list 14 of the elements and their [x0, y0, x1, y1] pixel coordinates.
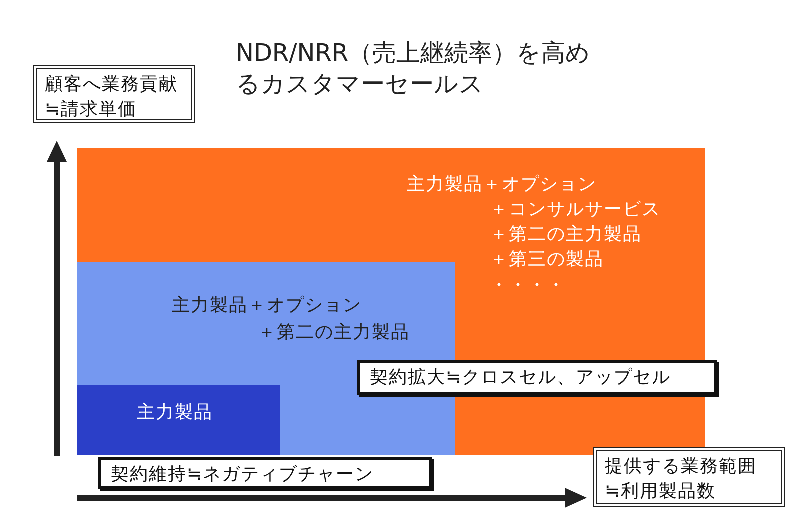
area-text: ＋第二の主力製品 — [258, 322, 410, 344]
title: NDR/NRR（売上継続率）を高めるカスタマーセールス — [236, 38, 592, 100]
area-text: 主力製品＋オプション — [172, 295, 362, 317]
area-text: ＋第二の主力製品 — [490, 224, 642, 246]
area-text: ＋コンサルサービス — [490, 199, 661, 221]
axis-label-box: 顧客へ業務貢献≒請求単価 — [33, 65, 195, 123]
area-text: 主力製品 — [137, 402, 213, 424]
axis-label-box: 提供する業務範囲≒利用製品数 — [593, 447, 785, 507]
area-text: 主力製品＋オプション — [407, 174, 597, 196]
revenue-area — [77, 148, 705, 455]
area-text: ＋第三の製品 — [490, 249, 604, 271]
revenue-area — [77, 385, 280, 455]
area-text: ・・・・ — [490, 275, 566, 297]
label-box: 契約維持≒ネガティブチャーン — [98, 457, 432, 489]
